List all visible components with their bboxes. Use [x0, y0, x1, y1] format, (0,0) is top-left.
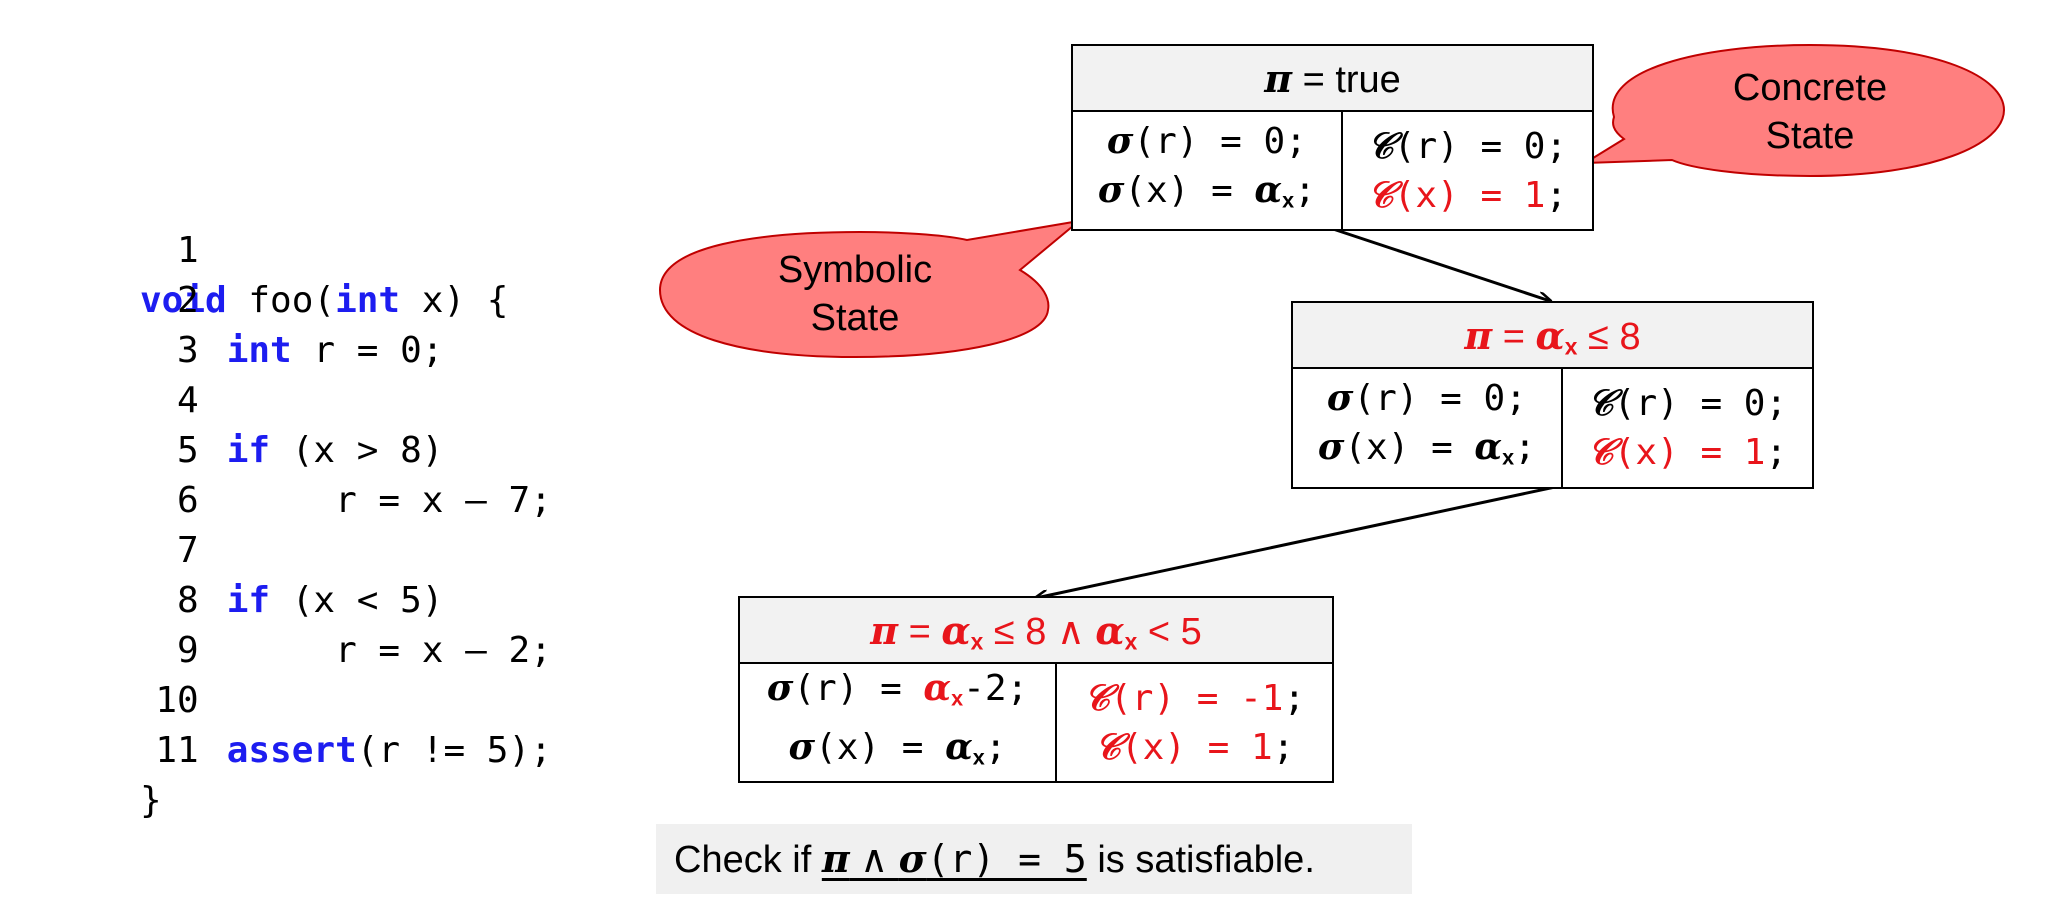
concrete-state: 𝒞(r) = 0; 𝒞(x) = 1;	[1343, 112, 1592, 229]
symbolic-state: σ(r) = αx-2; σ(x) = αx;	[740, 664, 1058, 781]
concrete-x: 𝒞(x) = 1;	[1367, 173, 1568, 216]
code-line-2: 2 int r = 0;	[60, 226, 443, 371]
code-text: foo(	[226, 280, 336, 321]
path-condition: π = αx ≤ 8 ∧ αx < 5	[740, 598, 1332, 664]
concrete-r: 𝒞(r) = 0;	[1367, 124, 1568, 167]
line-number: 3	[177, 330, 199, 371]
code-line-8: 8 r = x – 2;	[60, 526, 552, 671]
concrete-x: 𝒞(x) = 1;	[1094, 725, 1295, 768]
line-number: 2	[177, 280, 199, 321]
code-text: r = x – 7;	[335, 480, 552, 521]
symbolic-callout-bubble	[658, 219, 1083, 359]
code-line-9: 9	[60, 576, 199, 671]
symbolic-callout-label: Symbolic State	[745, 246, 965, 342]
line-number: 1	[177, 230, 199, 271]
state-box-2: π = αx ≤ 8 σ(r) = 0; σ(x) = αx; 𝒞(r) = 0…	[1291, 301, 1814, 489]
concrete-r: 𝒞(r) = 0;	[1587, 382, 1788, 424]
code-line-11: 11 }	[60, 676, 199, 821]
arrow-s1-s2	[1332, 227, 1550, 301]
line-number: 11	[155, 730, 199, 771]
code-line-7: 7 if (x < 5)	[60, 476, 443, 621]
concrete-x: 𝒞(x) = 1;	[1587, 431, 1788, 473]
keyword: int	[335, 280, 401, 321]
symbolic-x: σ(x) = αx;	[788, 725, 1007, 769]
symbolic-state: σ(r) = 0; σ(x) = αx;	[1073, 112, 1343, 229]
keyword: if	[226, 430, 271, 471]
code-line-6: 6	[60, 426, 199, 521]
symbolic-x: σ(x) = αx;	[1317, 426, 1536, 470]
symbolic-r: σ(r) = 0;	[1106, 119, 1307, 162]
code-text: (x > 8)	[270, 430, 444, 471]
arrow-s2-s3	[1036, 485, 1556, 598]
state-box-1: π = true σ(r) = 0; σ(x) = αx; 𝒞(r) = 0; …	[1071, 44, 1594, 231]
concrete-callout-label: Concrete State	[1700, 64, 1920, 160]
keyword: int	[226, 330, 292, 371]
code-text: (r != 5);	[356, 730, 552, 771]
code-text: r = 0;	[291, 330, 444, 371]
code-line-5: 5 r = x – 7;	[60, 376, 552, 521]
line-number: 10	[155, 680, 199, 721]
callout-line: State	[810, 297, 900, 339]
concrete-state: 𝒞(r) = 0; 𝒞(x) = 1;	[1563, 369, 1812, 487]
path-condition: π = true	[1073, 46, 1592, 112]
line-number: 8	[177, 580, 199, 621]
keyword: if	[226, 580, 271, 621]
code-line-10: 10 assert(r != 5);	[60, 626, 551, 771]
path-condition: π = αx ≤ 8	[1293, 303, 1812, 369]
symbolic-r: σ(r) = αx-2;	[766, 667, 1029, 711]
code-text: x) {	[400, 280, 509, 321]
keyword: void	[140, 280, 227, 321]
concrete-callout-bubble	[1581, 43, 2006, 178]
line-number: 4	[177, 380, 199, 421]
code-text: r = x – 2;	[335, 630, 552, 671]
code-line-3: 3	[60, 276, 199, 371]
callout-line: Symbolic	[777, 249, 933, 291]
code-text: (x < 5)	[270, 580, 444, 621]
callout-line: Concrete	[1732, 67, 1888, 109]
code-text: }	[140, 780, 162, 821]
state-box-3: π = αx ≤ 8 ∧ αx < 5 σ(r) = αx-2; σ(x) = …	[738, 596, 1334, 783]
satisfiability-note: Check if π ∧ σ(r) = 5 is satisfiable.	[656, 824, 1412, 894]
symbolic-x: σ(x) = αx;	[1097, 168, 1316, 213]
line-number: 6	[177, 480, 199, 521]
concrete-state: 𝒞(r) = -1; 𝒞(x) = 1;	[1057, 664, 1332, 781]
callout-line: State	[1765, 115, 1855, 157]
line-number: 9	[177, 630, 199, 671]
line-number: 7	[177, 530, 199, 571]
symbolic-state: σ(r) = 0; σ(x) = αx;	[1293, 369, 1563, 487]
line-number: 5	[177, 430, 199, 471]
concrete-r: 𝒞(r) = -1;	[1083, 676, 1306, 719]
code-line-1: 1 void foo(int x) {	[60, 176, 508, 321]
symbolic-r: σ(r) = 0;	[1326, 377, 1527, 420]
keyword: assert	[226, 730, 357, 771]
code-line-4: 4 if (x > 8)	[60, 326, 443, 471]
